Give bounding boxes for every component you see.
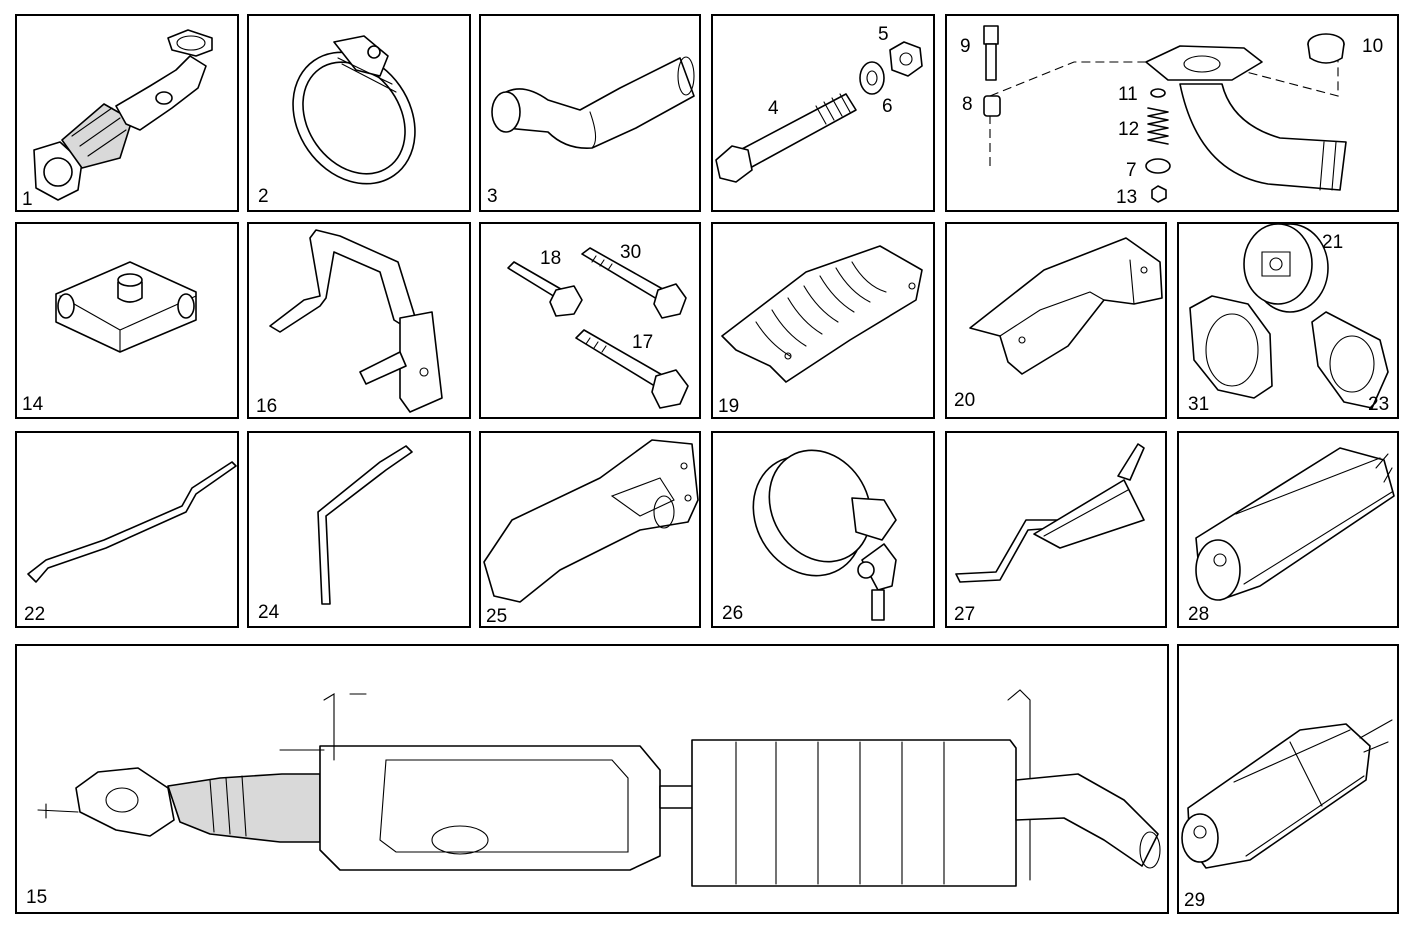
part-number-label: 15 — [26, 887, 47, 908]
bolt-18-icon — [507, 261, 583, 317]
part-number-label: 10 — [1362, 36, 1383, 57]
hose-clamp-icon — [292, 35, 416, 185]
bent-pipe-icon — [491, 56, 695, 149]
panel-part-2[interactable]: 2 — [247, 14, 471, 212]
catalytic-converter-pipe-icon — [33, 29, 213, 201]
part-number-label: 30 — [620, 242, 641, 263]
part-number-label: 25 — [486, 606, 507, 627]
part-number-label: 22 — [24, 604, 45, 625]
part-number-label: 16 — [256, 396, 277, 417]
panel-part-15[interactable]: 15 — [15, 644, 1169, 914]
sleeve-icon — [983, 95, 1001, 117]
part-number-label: 2 — [258, 186, 269, 207]
part-number-label: 1 — [22, 189, 33, 210]
stud-bolt-icon — [983, 25, 999, 81]
ribbed-heat-shield-icon — [721, 245, 923, 383]
panel-part-27[interactable]: 27 — [945, 431, 1167, 628]
bracket-rod-27-icon — [955, 443, 1145, 583]
part-number-label: 6 — [882, 96, 893, 117]
large-heat-shield-icon — [483, 439, 699, 603]
panel-parts-4-5-6[interactable]: 4 5 6 — [711, 14, 935, 212]
panel-part-28[interactable]: 28 — [1177, 431, 1399, 628]
part-number-label: 13 — [1116, 187, 1137, 208]
panel-part-3[interactable]: 3 — [479, 14, 701, 212]
part-number-label: 23 — [1368, 394, 1389, 415]
panel-parts-7-13[interactable]: 9 8 10 11 12 7 13 — [945, 14, 1399, 212]
gasket-31-icon — [1189, 295, 1273, 399]
part-number-label: 8 — [962, 94, 973, 115]
part-number-label: 24 — [258, 602, 280, 623]
hanger-rod-22-icon — [27, 461, 237, 583]
part-number-label: 12 — [1118, 119, 1139, 140]
band-clamp-icon — [752, 449, 897, 621]
part-number-label: 28 — [1188, 604, 1209, 625]
silencer-28-icon — [1195, 447, 1395, 601]
small-pipe-24-icon — [317, 445, 413, 605]
part-number-label: 29 — [1184, 890, 1205, 911]
long-bolt-icon — [715, 93, 857, 183]
complete-exhaust-system-icon — [37, 689, 1161, 887]
panel-part-1[interactable]: 1 — [15, 14, 239, 212]
washer-icon — [859, 61, 885, 95]
part-number-label: 21 — [1322, 232, 1343, 253]
panel-part-25[interactable]: 25 — [479, 431, 701, 628]
part-number-label: 20 — [954, 390, 975, 411]
part-number-label: 14 — [22, 394, 44, 415]
panel-part-20[interactable]: 20 — [945, 222, 1167, 419]
part-number-label: 31 — [1188, 394, 1209, 415]
bolt-17-icon — [575, 329, 689, 409]
panel-parts-17-18-30[interactable]: 18 30 17 — [479, 222, 701, 419]
heat-shield-icon — [969, 237, 1163, 375]
panel-part-16[interactable]: 16 — [247, 222, 471, 419]
panel-part-22[interactable]: 22 — [15, 431, 239, 628]
hex-nut-icon — [889, 41, 923, 77]
gasket-ring-icon — [1307, 33, 1345, 64]
part-number-label: 27 — [954, 604, 975, 625]
panel-parts-21-23-31[interactable]: 21 31 23 — [1177, 222, 1399, 419]
panel-part-19[interactable]: 19 — [711, 222, 935, 419]
part-number-label: 18 — [540, 248, 561, 269]
part-number-label: 17 — [632, 332, 653, 353]
panel-part-29[interactable]: 29 — [1177, 644, 1399, 914]
part-number-label: 11 — [1118, 84, 1138, 105]
part-number-label: 4 — [768, 98, 779, 119]
panel-part-26[interactable]: 26 — [711, 431, 935, 628]
part-number-label: 3 — [487, 186, 498, 207]
bolt-30-icon — [581, 247, 687, 319]
pipe-hanger-bracket-icon — [55, 261, 197, 353]
part-number-label: 26 — [722, 603, 743, 624]
panel-part-14[interactable]: 14 — [15, 222, 239, 419]
panel-part-24[interactable]: 24 — [247, 431, 471, 628]
part-number-label: 9 — [960, 36, 971, 57]
part-number-label: 5 — [878, 24, 889, 45]
hanger-rod-icon — [269, 229, 443, 413]
spring-icon — [1145, 88, 1171, 203]
part-number-label: 19 — [718, 396, 739, 417]
gasket-23-icon — [1311, 311, 1389, 409]
flange-pipe-icon — [989, 36, 1347, 191]
part-number-label: 7 — [1126, 160, 1137, 181]
particulate-filter-icon — [1181, 719, 1393, 869]
rubber-mount-icon — [1243, 223, 1329, 313]
